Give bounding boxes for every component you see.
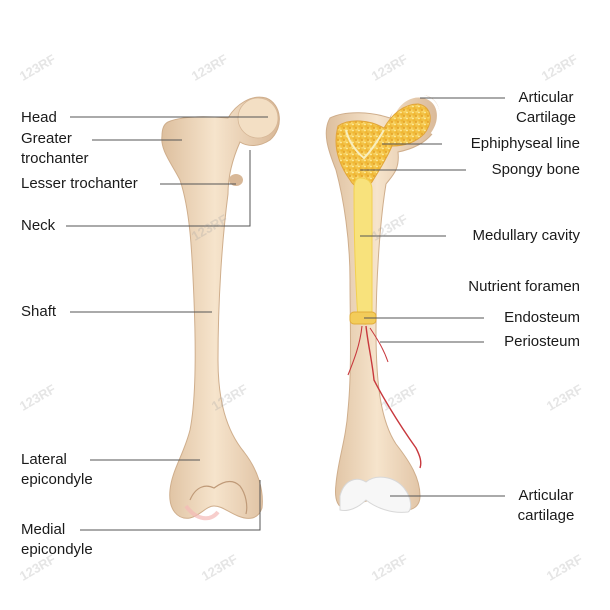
label-articular-cartilage-top-1: Articular (518, 89, 574, 106)
leader-medial-epicondyle (80, 480, 261, 531)
label-head: Head (21, 109, 57, 126)
label-epiphyseal-line: Ephiphyseal line (470, 135, 580, 152)
leader-neck (66, 150, 251, 227)
left-medial-epicondyle-tint (184, 504, 220, 521)
left-femur-body (161, 96, 280, 519)
label-articular-cartilage-bottom-1: Articular (518, 487, 574, 504)
bottom-articular-cartilage (339, 476, 412, 513)
label-periosteum: Periosteum (504, 333, 580, 350)
label-medullary-cavity: Medullary cavity (472, 227, 580, 244)
nutrient-vessel-2 (365, 325, 422, 469)
epiphyseal-line (345, 129, 385, 160)
label-articular-cartilage-bottom-2: cartilage (517, 507, 575, 524)
nutrient-vessel-1 (347, 325, 363, 376)
left-femur (161, 96, 280, 521)
label-lateral-epicondyle-1: Lateral (21, 451, 67, 468)
nutrient-vessel-3 (369, 327, 389, 363)
label-neck: Neck (21, 217, 56, 234)
leader-lines (66, 97, 505, 531)
label-medial-epicondyle-2: epicondyle (21, 541, 93, 558)
label-greater-trochanter-1: Greater (21, 130, 72, 147)
left-lesser-trochanter (229, 174, 243, 186)
medullary-cavity (353, 177, 373, 325)
label-shaft: Shaft (21, 303, 57, 320)
left-condyle-outline (189, 480, 248, 515)
label-articular-cartilage-top-2: Cartilage (515, 109, 577, 126)
label-medial-epicondyle-1: Medial (21, 521, 66, 538)
left-femur-head (237, 97, 279, 139)
right-femur (325, 94, 440, 513)
label-lateral-epicondyle-2: epicondyle (21, 471, 93, 488)
label-lesser-trochanter: Lesser trochanter (21, 175, 138, 192)
label-nutrient-foramen: Nutrient foramen (468, 278, 580, 295)
label-greater-trochanter-2: trochanter (21, 150, 89, 167)
label-spongy-bone: Spongy bone (491, 161, 580, 178)
label-endosteum: Endosteum (504, 309, 580, 326)
